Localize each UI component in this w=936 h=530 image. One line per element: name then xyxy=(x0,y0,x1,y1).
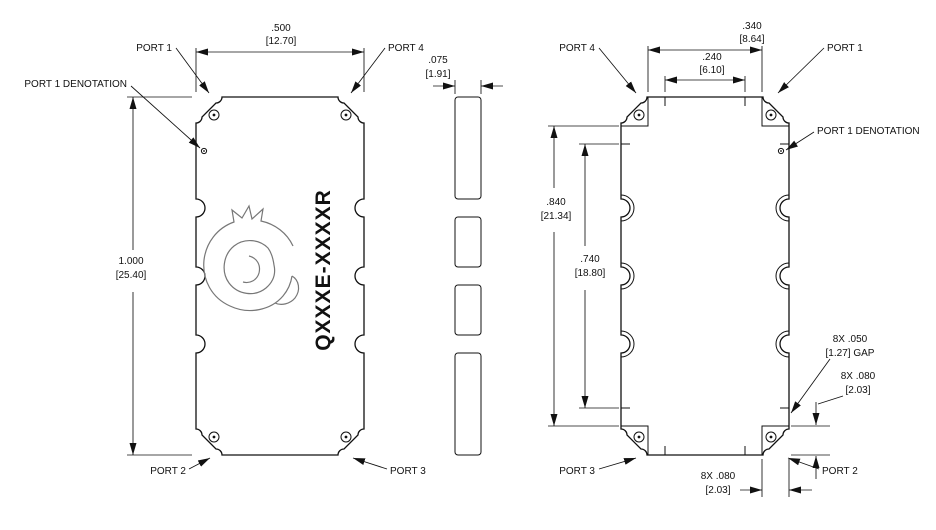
side-segment-4 xyxy=(454,352,482,456)
dim-pad-span-outer: .340 [8.64] xyxy=(647,21,765,92)
dim-gap-line2: [1.27] GAP xyxy=(826,348,875,359)
dim-740-in: .740 xyxy=(580,254,600,265)
bottom-view: .340 [8.64] .240 [6.10] .840 [21.34] .7 xyxy=(541,21,920,497)
dim-740-mm: [18.80] xyxy=(575,268,606,279)
dim-gap-line1: 8X .050 xyxy=(833,334,868,345)
port3-label: PORT 3 xyxy=(390,466,426,477)
dim-pad-width-line1: 8X .080 xyxy=(701,471,736,482)
part-number: QXXXE-XXXXR xyxy=(312,189,335,351)
dim-thickness: .075 [1.91] xyxy=(425,55,503,94)
port1-denotation-label: PORT 1 DENOTATION xyxy=(817,126,920,137)
dim-thickness-mm: [1.91] xyxy=(425,69,450,80)
top-view: QXXXE-XXXXR .500 [12.70] 1.000 [25.40] P… xyxy=(24,23,426,477)
dim-width-mm: [12.70] xyxy=(266,36,297,47)
dim-pad-height-line2: [2.03] xyxy=(845,385,870,396)
side-view: .075 [1.91] xyxy=(425,55,503,456)
dim-length-mm: [25.40] xyxy=(116,270,147,281)
side-segment-3 xyxy=(454,284,482,336)
dim-340-in: .340 xyxy=(742,21,762,32)
dim-840-in: .840 xyxy=(546,197,566,208)
dim-pad-len-inner: .740 [18.80] xyxy=(575,143,619,409)
dim-340-mm: [8.64] xyxy=(739,34,764,45)
side-segment-2 xyxy=(454,216,482,268)
dim-pad-len-outer: .840 [21.34] xyxy=(541,125,619,427)
port2-label: PORT 2 xyxy=(150,466,186,477)
dim-pad-width: 8X .080 [2.03] xyxy=(701,459,812,497)
dim-pad-height: 8X .080 [2.03] xyxy=(791,371,876,479)
port1-label: PORT 1 xyxy=(827,43,863,54)
dim-pad-span-inner: .240 [6.10] xyxy=(664,52,746,92)
bottom-view-outline xyxy=(620,96,790,456)
port4-label: PORT 4 xyxy=(559,43,595,54)
port3-label: PORT 3 xyxy=(559,466,595,477)
dim-240-in: .240 xyxy=(702,52,722,63)
corner-pads xyxy=(621,97,789,455)
dim-pad-width-line2: [2.03] xyxy=(705,485,730,496)
dim-840-mm: [21.34] xyxy=(541,211,572,222)
bottom-view-labels: PORT 4 PORT 1 PORT 1 DENOTATION PORT 3 P… xyxy=(559,43,919,477)
port4-label: PORT 4 xyxy=(388,43,424,54)
dim-length: 1.000 [25.40] xyxy=(116,96,192,456)
port1-label: PORT 1 xyxy=(136,43,172,54)
dim-gap: 8X .050 [1.27] GAP xyxy=(790,334,875,414)
top-view-labels: PORT 1 PORT 4 PORT 1 DENOTATION PORT 2 P… xyxy=(24,43,426,477)
dim-width-in: .500 xyxy=(271,23,291,34)
dragon-logo xyxy=(203,204,300,312)
top-view-outline xyxy=(195,96,365,456)
corner-screw-holes xyxy=(633,109,777,443)
dim-width: .500 [12.70] xyxy=(195,23,365,92)
side-segment-1 xyxy=(454,96,482,200)
port1-denotation-mark xyxy=(777,147,785,155)
port2-label: PORT 2 xyxy=(822,466,858,477)
dim-pad-height-line1: 8X .080 xyxy=(841,371,876,382)
port1-denotation-label: PORT 1 DENOTATION xyxy=(24,79,127,90)
dim-thickness-in: .075 xyxy=(428,55,448,66)
port1-denotation-mark xyxy=(200,147,208,155)
corner-screw-holes xyxy=(208,109,352,443)
dim-length-in: 1.000 xyxy=(118,256,143,267)
castellation-pad-rings xyxy=(620,194,790,358)
dim-240-mm: [6.10] xyxy=(699,65,724,76)
